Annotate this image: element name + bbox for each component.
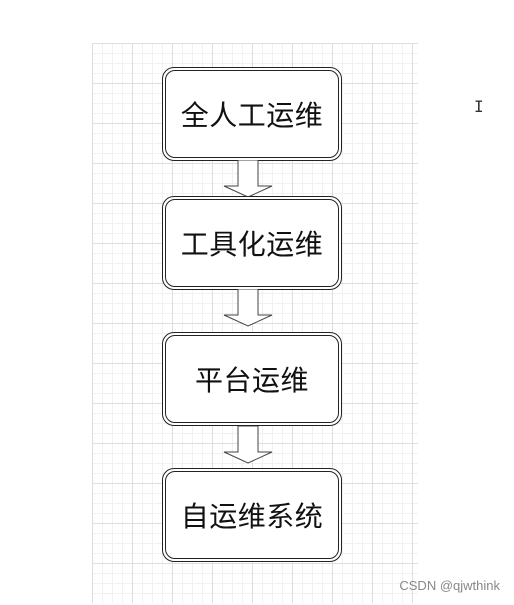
text-cursor-icon: I <box>474 97 484 116</box>
flow-node-label: 全人工运维 <box>180 99 324 132</box>
down-arrow-icon <box>223 426 273 464</box>
flow-node-manual-ops[interactable]: 全人工运维 <box>162 67 342 161</box>
flow-node-label: 自运维系统 <box>180 500 324 533</box>
flow-node-label: 工具化运维 <box>180 228 324 261</box>
flow-node-tool-ops[interactable]: 工具化运维 <box>162 196 342 290</box>
watermark: CSDN @qjwthink <box>399 578 500 593</box>
flow-node-label: 平台运维 <box>194 364 309 397</box>
down-arrow-icon <box>223 160 273 198</box>
flow-node-self-ops-system[interactable]: 自运维系统 <box>162 468 342 562</box>
down-arrow-icon <box>223 289 273 327</box>
flow-node-platform-ops[interactable]: 平台运维 <box>162 332 342 426</box>
